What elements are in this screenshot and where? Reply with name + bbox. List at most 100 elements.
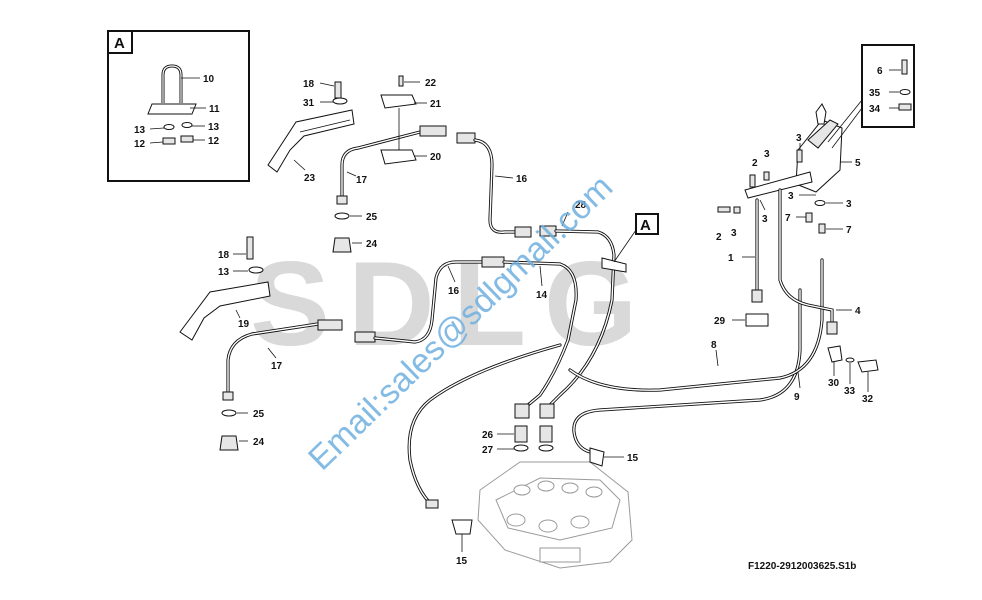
callout-14: 14 (536, 290, 548, 301)
callout-3: 3 (731, 228, 737, 239)
callout-22: 22 (425, 78, 437, 89)
detail-a-marker: A (640, 217, 651, 234)
callout-16: 16 (448, 286, 460, 297)
callout-3: 3 (846, 199, 852, 210)
callout-9: 9 (794, 392, 800, 403)
washer-13 (248, 266, 264, 274)
bolt-22 (398, 75, 404, 87)
drawing-reference: F1220-2912003625.S1b (748, 561, 856, 572)
callout-24: 24 (253, 437, 265, 448)
callout-32: 32 (862, 394, 874, 405)
seal-25 (334, 212, 350, 220)
right-fittings: 30 33 32 (827, 345, 879, 405)
bolt-18 (334, 81, 342, 99)
nut (180, 135, 194, 143)
valve-fittings: 26 27 (482, 403, 555, 456)
elbow-15 (451, 519, 473, 535)
clamp-block-20 (380, 149, 417, 165)
brand-watermark: SDLG (250, 237, 655, 371)
washer (814, 200, 826, 206)
fitting-32 (857, 359, 879, 373)
callout-18: 18 (303, 79, 315, 90)
hose-fitting (751, 289, 763, 303)
hose-16-upper: 16 (419, 125, 532, 238)
callout-23: 23 (304, 173, 316, 184)
elbow-15 (589, 447, 605, 467)
callout-29: 29 (714, 316, 726, 327)
washer-31 (332, 97, 348, 105)
nut (162, 137, 176, 145)
oring-27 (538, 444, 554, 452)
bolt-18 (246, 236, 254, 260)
callout-3: 3 (796, 133, 802, 144)
callout-10: 10 (203, 74, 215, 85)
fitting (336, 195, 348, 205)
callout-35: 35 (869, 88, 881, 99)
callout-19: 19 (238, 319, 250, 330)
callout-8: 8 (711, 340, 717, 351)
bolt-6 (901, 59, 908, 75)
callout-1: 1 (728, 253, 734, 264)
lever (815, 103, 827, 125)
callout-5: 5 (855, 158, 861, 169)
callout-3: 3 (762, 214, 768, 225)
callout-25: 25 (253, 409, 265, 420)
hose-fitting (826, 321, 838, 335)
clamp-block-21 (380, 94, 417, 109)
callout-3: 3 (764, 149, 770, 160)
detail-a-letter: A (114, 35, 125, 52)
pilot-control-valve: 5 6 35 34 3 2 3 3 3 3 7 7 2 (716, 44, 915, 243)
connector-7 (805, 212, 813, 223)
callout-17: 17 (271, 361, 283, 372)
cap-24 (332, 237, 352, 253)
callout-25: 25 (366, 212, 378, 223)
hose-fitting (317, 319, 343, 331)
callout-15: 15 (627, 453, 639, 464)
callout-12: 12 (208, 136, 220, 147)
elbow-30 (827, 345, 843, 363)
callout-2: 2 (752, 158, 758, 169)
callout-34: 34 (869, 104, 881, 115)
washer (181, 122, 193, 128)
detail-a-box: A 10 11 13 13 12 12 (107, 30, 250, 182)
washer-35 (899, 89, 911, 95)
lower-bracket-assembly: 18 13 19 17 25 24 (179, 236, 320, 451)
hose-fitting (419, 125, 447, 137)
hose-fitting (456, 132, 476, 144)
adapter-26 (539, 425, 553, 443)
hose-end (514, 403, 530, 419)
callout-26: 26 (482, 430, 494, 441)
seal-25 (221, 409, 237, 417)
screw-3 (796, 149, 803, 163)
hose-fitting (354, 331, 376, 343)
callout-33: 33 (844, 386, 856, 397)
bracket-19 (179, 281, 271, 341)
clamp-plate (147, 103, 197, 115)
nut-34 (898, 103, 912, 111)
adapter-26 (514, 425, 528, 443)
oring-27 (513, 444, 529, 452)
callout-7: 7 (846, 225, 852, 236)
hose-28: 28 A (539, 200, 659, 412)
callout-2: 2 (716, 232, 722, 243)
clamp-a (601, 257, 627, 273)
hose-16-lower: 16 14 (317, 256, 578, 412)
callout-7: 7 (785, 213, 791, 224)
callout-13: 13 (208, 122, 220, 133)
callout-6: 6 (877, 66, 883, 77)
cap-24 (219, 435, 239, 451)
screw-2 (717, 206, 731, 213)
callout-24: 24 (366, 239, 378, 250)
washer-3 (733, 206, 741, 214)
callout-4: 4 (855, 306, 861, 317)
callout-16: 16 (516, 174, 528, 185)
callout-11: 11 (209, 104, 220, 115)
fitting (222, 391, 234, 401)
tee-29 (745, 313, 769, 327)
callout-13: 13 (218, 267, 230, 278)
clamp-blocks: 22 21 20 (380, 75, 442, 165)
control-valve (477, 461, 633, 569)
callout-12: 12 (134, 139, 146, 150)
callout-30: 30 (828, 378, 840, 389)
